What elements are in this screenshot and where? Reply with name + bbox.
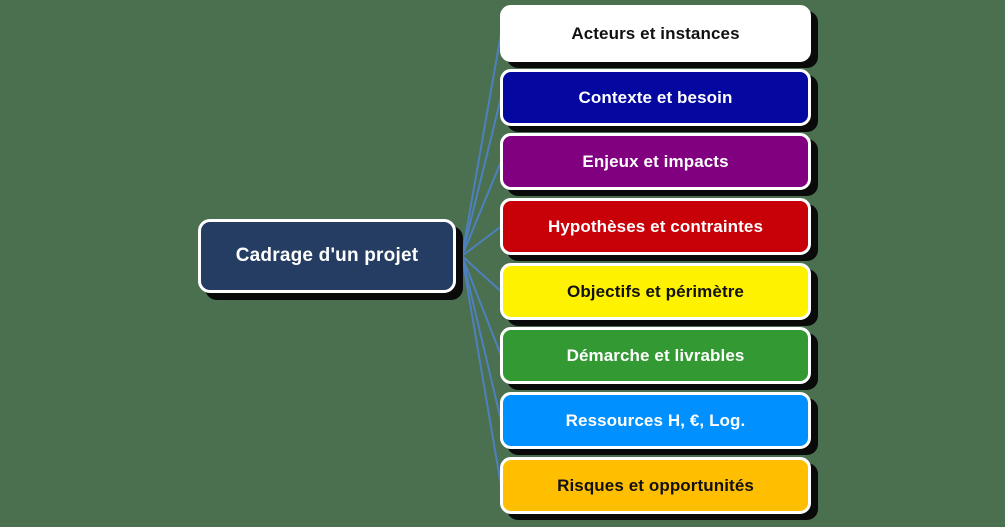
branch-label: Objectifs et périmètre: [567, 281, 744, 301]
connector-line: [461, 97, 502, 257]
branch-box[interactable]: Enjeux et impacts: [500, 133, 811, 190]
branch-box[interactable]: Ressources H, €, Log.: [500, 392, 811, 449]
branch-box[interactable]: Hypothèses et contraintes: [500, 198, 811, 255]
connector-line: [461, 33, 502, 257]
central-node-label: Cadrage d'un projet: [235, 245, 419, 266]
branch-box[interactable]: Démarche et livrables: [500, 327, 811, 384]
connector-line: [461, 255, 502, 293]
connector-line: [461, 161, 502, 257]
branch-box[interactable]: Risques et opportunités: [500, 457, 811, 514]
connector-line: [461, 255, 502, 421]
branch-label: Acteurs et instances: [571, 23, 740, 43]
branch-label: Risques et opportunités: [557, 475, 754, 495]
branch-label: Contexte et besoin: [578, 87, 733, 107]
central-node[interactable]: Cadrage d'un projet: [198, 219, 456, 293]
connector-line: [461, 255, 502, 486]
branch-label: Hypothèses et contraintes: [547, 216, 764, 236]
branch-label: Démarche et livrables: [566, 345, 745, 365]
connector-line: [461, 225, 502, 257]
branch-label: Ressources H, €, Log.: [565, 410, 746, 430]
branch-box[interactable]: Acteurs et instances: [500, 5, 811, 62]
branch-box[interactable]: Contexte et besoin: [500, 69, 811, 126]
connector-line: [461, 255, 502, 356]
branch-label: Enjeux et impacts: [582, 151, 729, 171]
branch-box[interactable]: Objectifs et périmètre: [500, 263, 811, 320]
